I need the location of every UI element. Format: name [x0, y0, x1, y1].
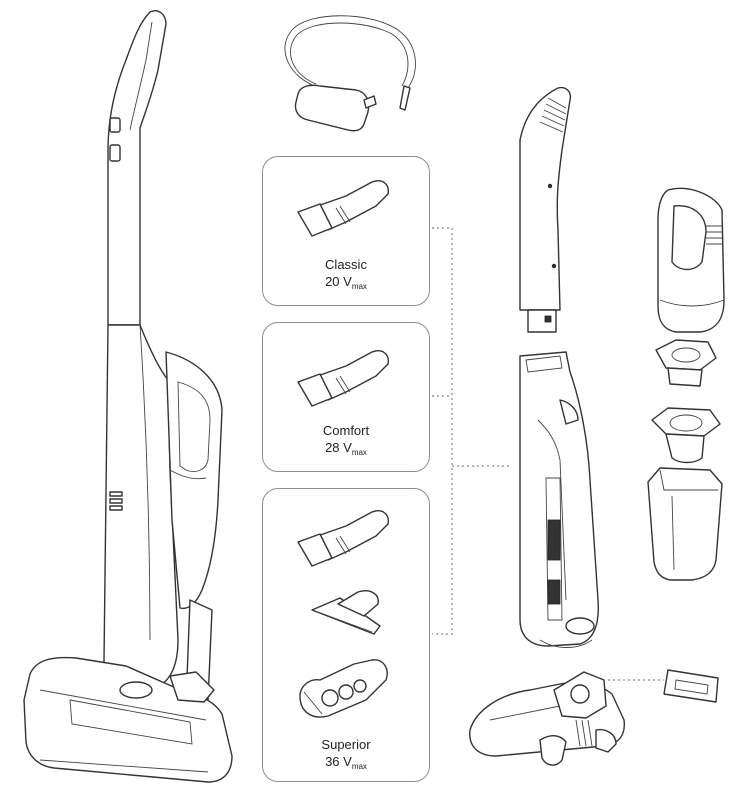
variant-voltage-sub: max — [351, 762, 367, 771]
floor-nozzle — [469, 671, 625, 766]
assembled-vacuum — [23, 10, 233, 783]
variant-box-classic: Classic 20 Vmax — [262, 156, 430, 306]
handle-section — [519, 86, 572, 333]
variant-name: Superior — [321, 737, 371, 752]
variant-name: Classic — [325, 257, 367, 272]
variant-box-superior: Superior 36 Vmax — [262, 488, 430, 782]
connector-lines — [432, 227, 664, 681]
variant-box-comfort: Comfort 28 Vmax — [262, 322, 430, 472]
dust-container-parts — [647, 187, 725, 581]
variant-voltage: 28 V — [325, 440, 352, 455]
variant-voltage-sub: max — [351, 282, 367, 291]
variant-voltage: 36 V — [325, 754, 352, 769]
variant-voltage: 20 V — [325, 274, 352, 289]
variant-voltage-sub: max — [351, 448, 367, 457]
variant-name: Comfort — [322, 423, 370, 438]
charger — [284, 15, 416, 132]
main-body-section — [519, 351, 599, 648]
filter-cartridge — [663, 669, 719, 703]
